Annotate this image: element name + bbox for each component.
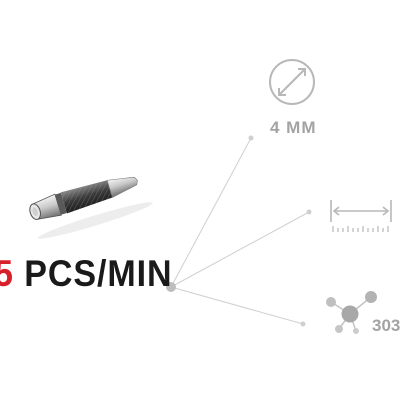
connector-line-material [170, 286, 304, 325]
endpoint-dot [248, 135, 254, 141]
production-rate: 5 PCS/MIN [0, 252, 173, 296]
diameter-icon [269, 59, 315, 105]
endpoint-dot [300, 321, 306, 327]
production-rate-value: 5 [0, 253, 14, 294]
hub-dot [166, 282, 176, 292]
diameter-label: 4 MM [270, 118, 317, 137]
molecule-icon [326, 291, 377, 334]
connector-line-diameter [170, 137, 252, 288]
tool-pin-image [29, 176, 153, 239]
connector-line-length [170, 211, 310, 288]
material-label: 303 [372, 316, 400, 335]
endpoint-dot [306, 209, 312, 215]
connector-lines [170, 137, 310, 325]
production-rate-unit: PCS/MIN [24, 253, 173, 294]
length-ruler-icon [330, 200, 392, 232]
